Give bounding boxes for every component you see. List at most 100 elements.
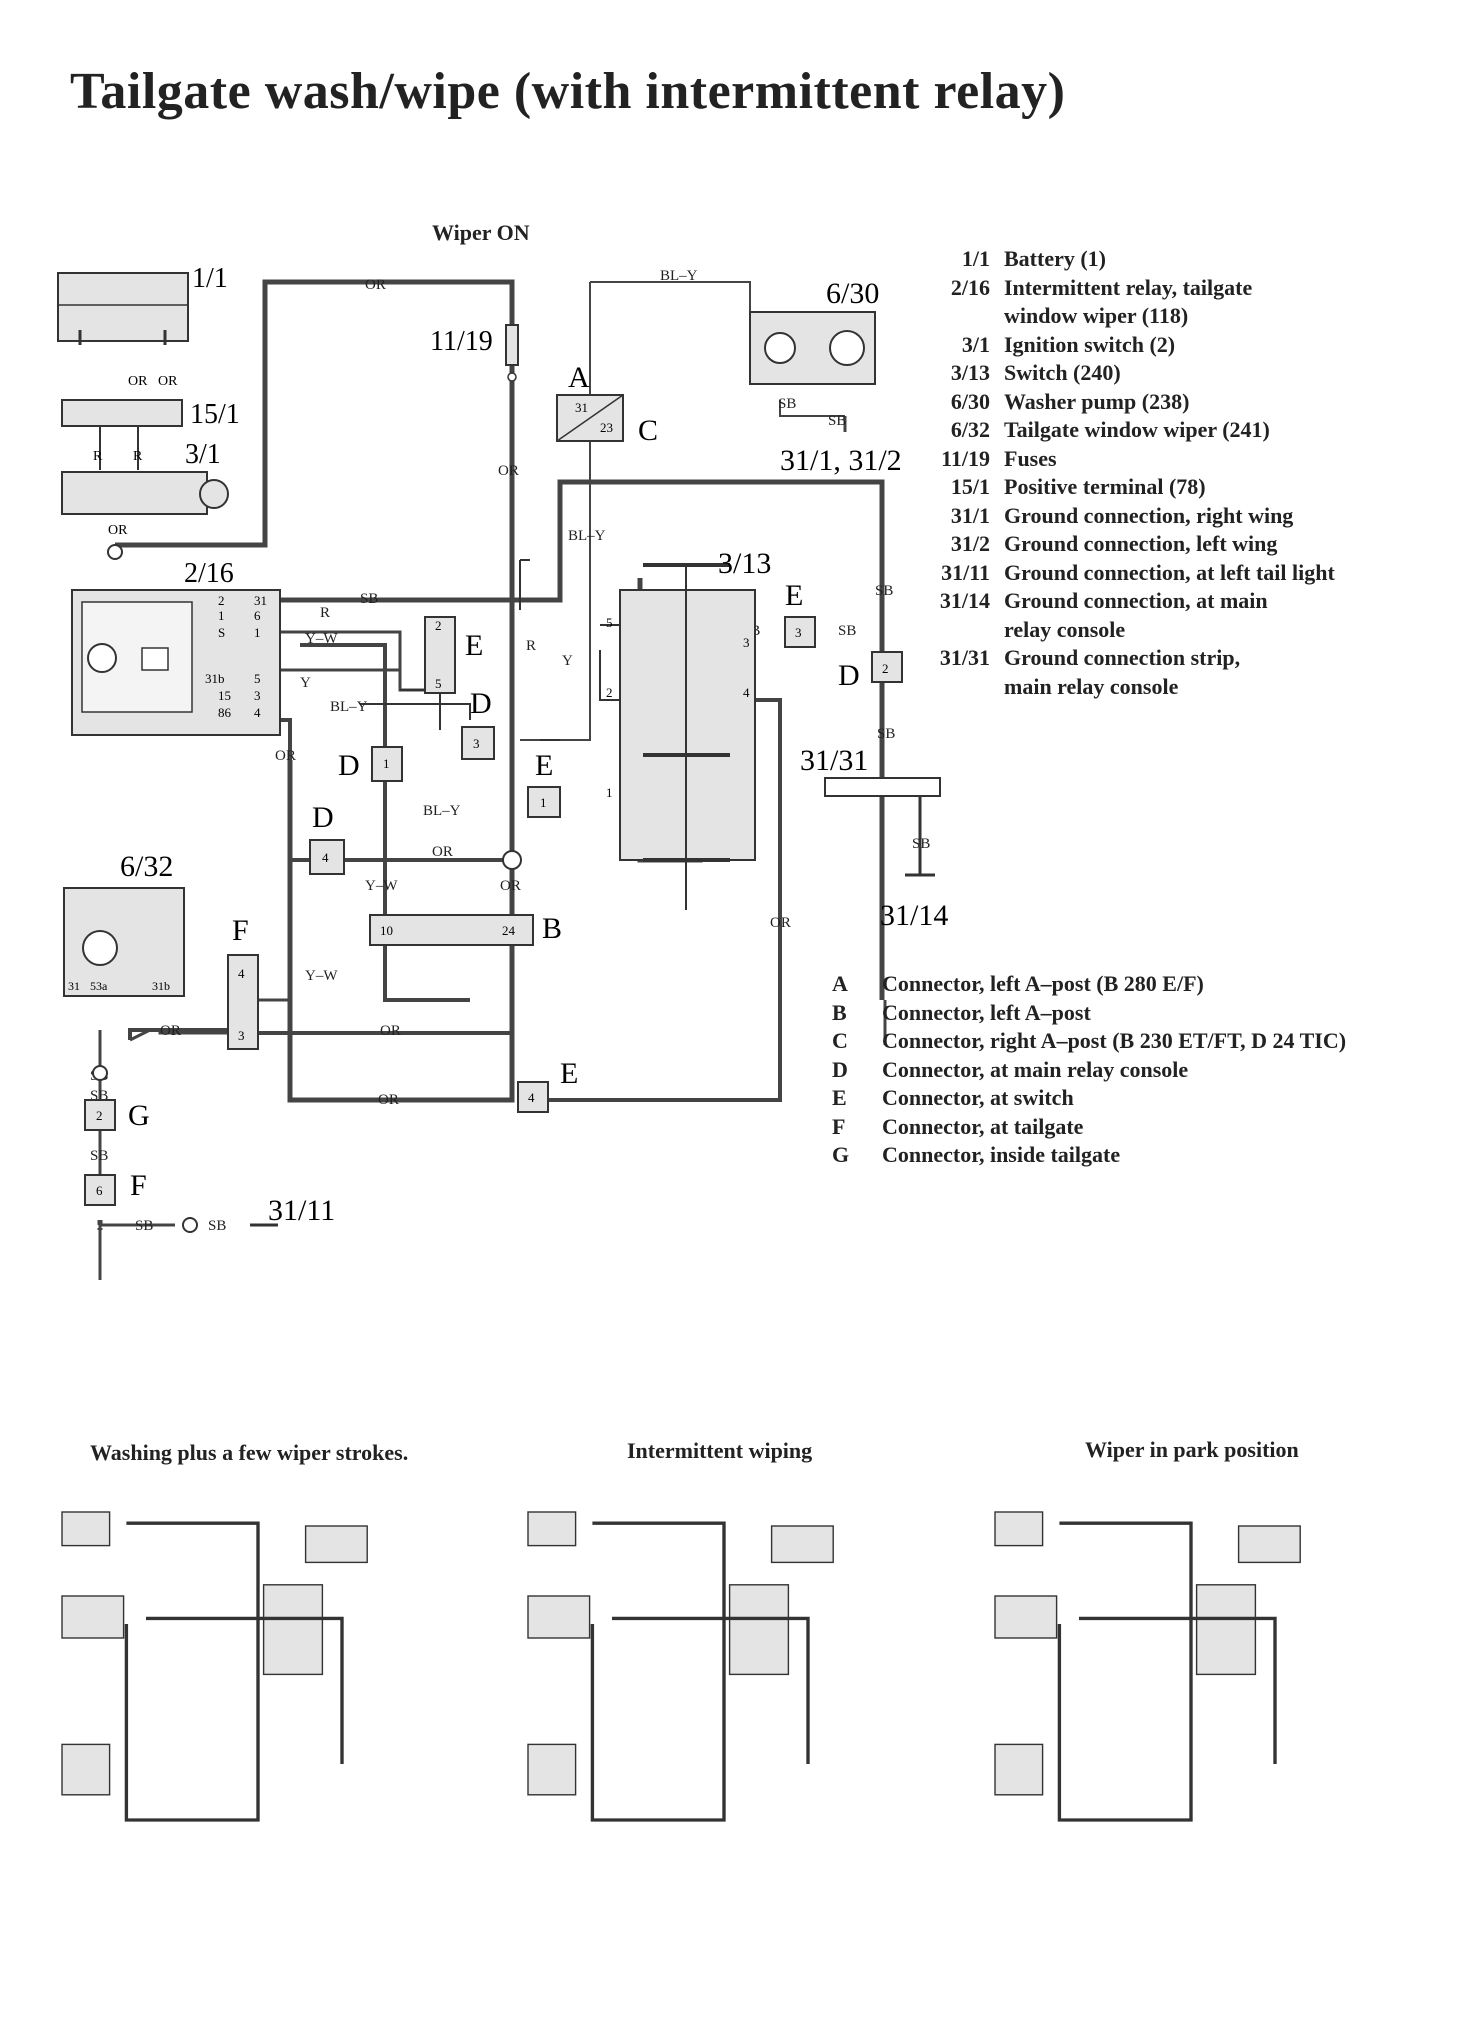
svg-text:E: E	[785, 579, 803, 612]
legend-code: 6/32	[950, 417, 990, 442]
svg-text:3: 3	[254, 688, 261, 703]
svg-text:D: D	[838, 659, 860, 692]
svg-text:R: R	[526, 638, 536, 654]
legend-code: 1/1	[961, 246, 990, 271]
svg-text:1: 1	[540, 795, 547, 810]
svg-text:D: D	[470, 687, 492, 720]
svg-text:31b: 31b	[205, 671, 225, 686]
svg-text:5: 5	[606, 615, 613, 630]
label-31-1-31-2: 31/1, 31/2	[780, 444, 902, 477]
svg-text:OR: OR	[378, 1092, 399, 1108]
svg-text:Y–W: Y–W	[305, 968, 338, 984]
variant-diagram-washing	[61, 1511, 368, 1822]
legend-row: 15/1 Positive terminal (78)	[880, 473, 1335, 502]
legend-desc: Tailgate window wiper (241)	[1004, 417, 1270, 442]
intermittent-relay-2-16: 2/16 2 1 S 31b 15 86 31 6 1 5 3 4	[71, 558, 281, 736]
label-3-13: 3/13	[718, 547, 771, 580]
legend-code: 3/1	[961, 331, 990, 357]
svg-text:OR: OR	[432, 844, 453, 860]
svg-text:86: 86	[218, 705, 232, 720]
svg-text:SB: SB	[135, 1218, 153, 1234]
legend-desc: Fuses	[1004, 445, 1057, 471]
connector-e-4: 4 E	[517, 1057, 578, 1113]
tailgate-wiper-6-32: 6/32 31 53a 31b	[63, 850, 185, 997]
svg-text:R: R	[320, 605, 330, 621]
svg-text:D: D	[338, 749, 360, 782]
legend-desc: Switch (240)	[1004, 360, 1121, 385]
svg-text:4: 4	[743, 685, 750, 700]
legend-code: 31/2	[950, 531, 990, 556]
legend-code: 6/30	[950, 388, 990, 414]
legend-desc: Ground connection strip,	[1004, 645, 1241, 670]
legend-desc: Intermittent relay, tailgate	[1004, 274, 1253, 300]
svg-text:3: 3	[473, 736, 480, 751]
legend-row: 3/13 Switch (240)	[880, 359, 1335, 388]
svg-text:Y–W: Y–W	[365, 878, 398, 894]
svg-text:OR: OR	[128, 374, 148, 389]
legend-code	[880, 302, 1004, 331]
legend-code: F	[832, 1113, 846, 1139]
svg-text:OR: OR	[498, 463, 519, 479]
legend-desc: Positive terminal (78)	[1004, 474, 1206, 499]
legend-desc: Ground connection, right wing	[1004, 502, 1294, 528]
svg-text:53a: 53a	[90, 979, 108, 993]
svg-text:2: 2	[606, 685, 613, 700]
svg-text:2: 2	[96, 1108, 103, 1123]
legend-desc: Connector, inside tailgate	[882, 1142, 1121, 1167]
svg-text:OR: OR	[160, 1023, 181, 1039]
svg-text:OR: OR	[365, 277, 386, 293]
legend-row: 6/32 Tailgate window wiper (241)	[880, 416, 1335, 445]
svg-text:10: 10	[380, 923, 393, 938]
svg-text:E: E	[465, 629, 483, 662]
legend-desc: window wiper (118)	[1004, 303, 1189, 328]
svg-text:SB: SB	[360, 591, 378, 607]
svg-text:B: B	[542, 912, 562, 945]
legend-desc: Connector, at main relay console	[882, 1056, 1189, 1082]
svg-text:E: E	[560, 1057, 578, 1090]
svg-text:F: F	[130, 1169, 147, 1202]
svg-text:3: 3	[238, 1028, 245, 1043]
label-6-32: 6/32	[120, 850, 173, 883]
svg-text:BL–Y: BL–Y	[330, 699, 368, 715]
legend-code: A	[832, 971, 848, 996]
legend-desc: Ground connection, at main	[1004, 588, 1268, 613]
svg-text:5: 5	[254, 671, 261, 686]
connector-f-4-3: 4 3 F	[227, 914, 259, 1050]
svg-text:OR: OR	[158, 374, 178, 389]
label-31-31: 31/31	[800, 744, 868, 777]
svg-text:Y–W: Y–W	[305, 631, 338, 647]
svg-text:24: 24	[502, 923, 516, 938]
legend-code: 15/1	[950, 474, 990, 499]
svg-text:3: 3	[743, 635, 750, 650]
ignition-switch-3-1: 3/1 OR	[61, 439, 229, 560]
svg-text:BL–Y: BL–Y	[568, 528, 606, 544]
svg-text:5: 5	[435, 676, 442, 691]
legend-desc: Connector, right A–post (B 230 ET/FT, D …	[882, 1028, 1347, 1053]
svg-text:OR: OR	[500, 878, 521, 894]
svg-text:OR: OR	[108, 523, 128, 538]
legend-code: 3/13	[950, 360, 990, 385]
positive-terminal-15-1: 15/1 R R OR OR	[61, 374, 240, 470]
connector-a-c: 31 23 A C	[556, 361, 658, 447]
svg-text:R: R	[93, 449, 103, 464]
svg-text:BL–Y: BL–Y	[423, 803, 461, 819]
legend-row: relay console	[880, 616, 1335, 645]
svg-text:SB: SB	[778, 396, 796, 412]
legend-code: G	[832, 1142, 850, 1167]
label-2-16: 2/16	[184, 558, 234, 589]
variant-diagram-park	[994, 1511, 1301, 1822]
label-31-14: 31/14	[880, 899, 948, 932]
svg-text:G: G	[128, 1099, 150, 1132]
svg-text:2: 2	[218, 593, 225, 608]
label-31-11: 31/11	[268, 1194, 335, 1227]
